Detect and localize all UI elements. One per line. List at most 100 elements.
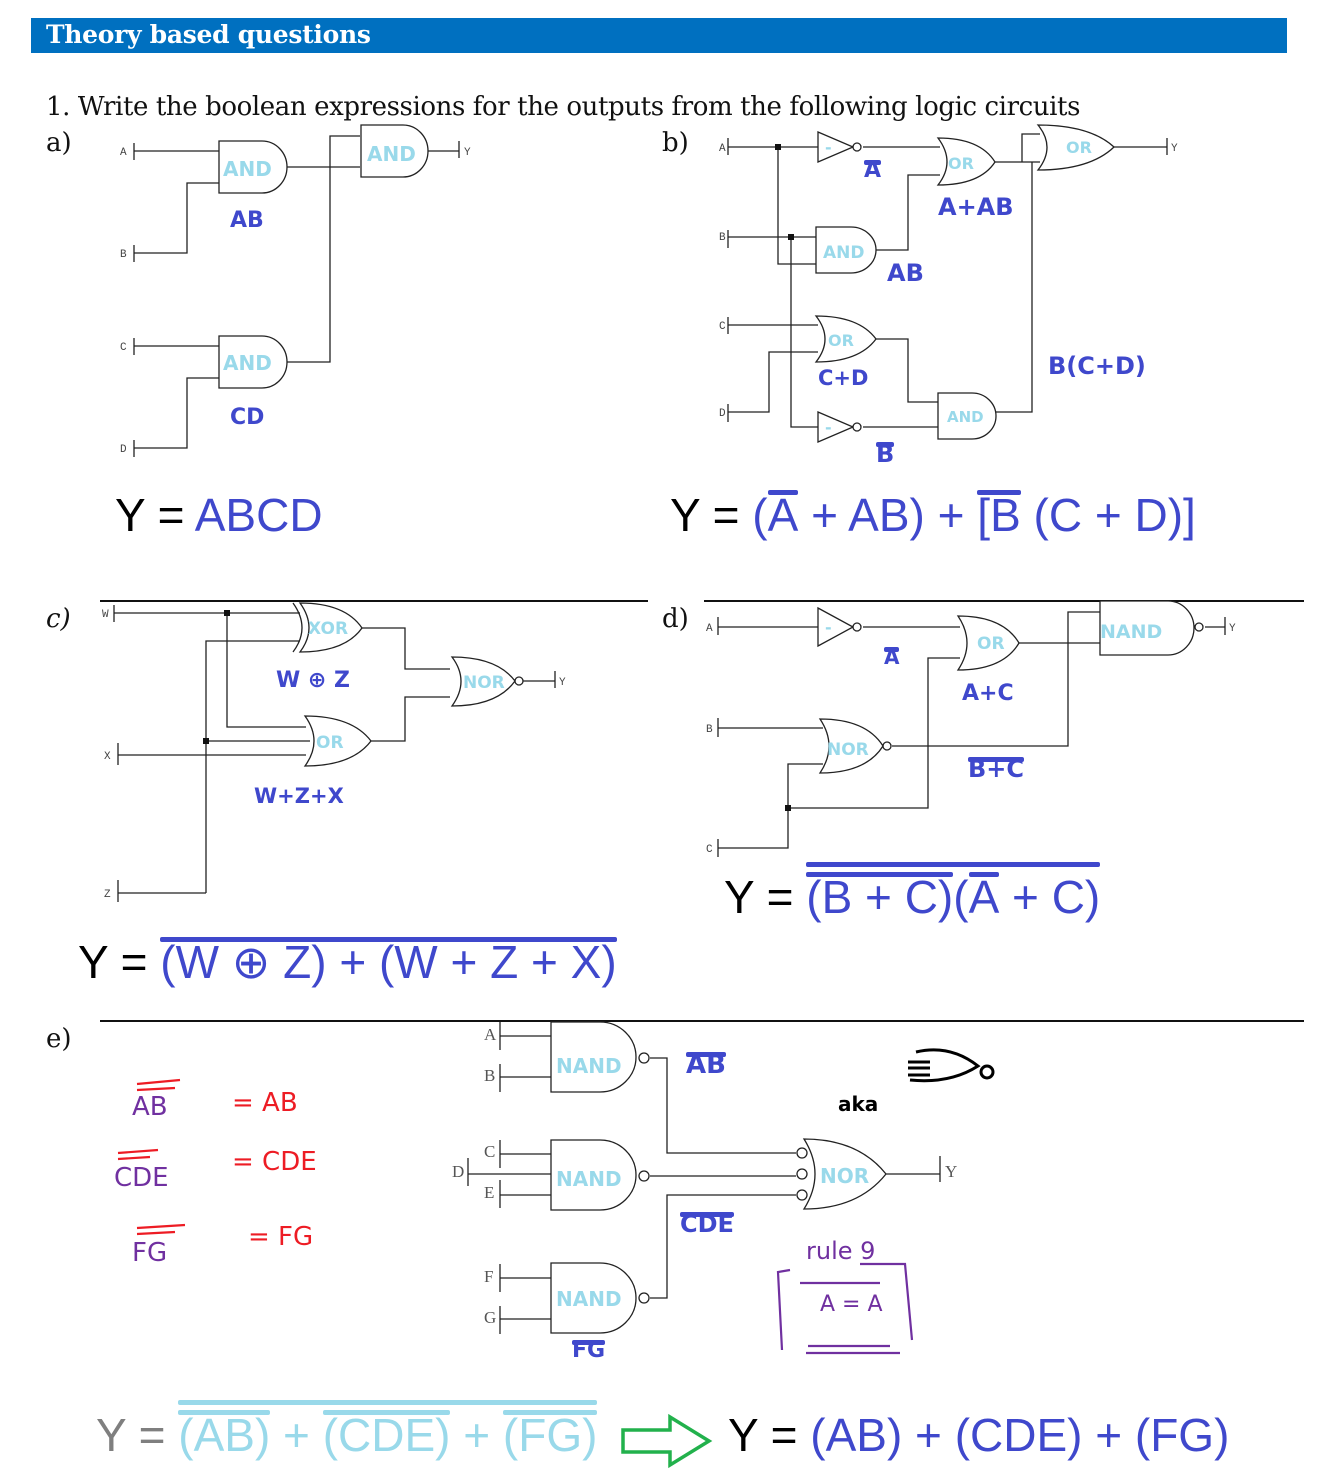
gate-label: OR	[977, 634, 1005, 654]
note-e-ab: AB	[686, 1050, 726, 1080]
gate-label: NAND	[1100, 621, 1162, 643]
note-b-not-a: A	[864, 158, 882, 183]
part-d-label: d)	[662, 604, 689, 634]
answer-part: (B + C)	[806, 871, 954, 923]
pin-a-A: A	[120, 147, 127, 159]
question-text: 1. Write the boolean expressions for the…	[46, 92, 1081, 122]
note-b-a-plus-ab: A+AB	[938, 193, 1014, 221]
identity-rhs: = CDE	[232, 1147, 317, 1177]
input-bubble	[796, 1168, 808, 1180]
answer-c: Y = (W ⊕ Z) + (W + Z + X)	[78, 935, 618, 989]
pin-b-D: D	[719, 408, 726, 420]
pin-d-Y: Y	[1229, 623, 1236, 635]
pin-c-X: X	[104, 751, 111, 763]
gate-label: OR	[316, 733, 344, 753]
note-d-not-a: A	[884, 645, 900, 669]
circuit-e	[117, 1021, 995, 1469]
note-a-cd: CD	[230, 405, 265, 430]
pin-b-B: B	[719, 232, 726, 244]
answer-overline-group: (AB) + (CDE) + (FG)	[178, 1398, 598, 1462]
gate-label: AND	[223, 351, 272, 375]
pin-d-B: B	[706, 724, 713, 736]
or-gate	[936, 137, 996, 186]
not-gate	[817, 606, 855, 648]
section-title: Theory based questions	[46, 20, 371, 49]
not-bubble	[852, 622, 862, 632]
part-c-label: c)	[46, 604, 71, 634]
arrow-right-icon	[621, 1413, 713, 1469]
note-b-ab: AB	[887, 259, 924, 287]
gate-label: NAND	[556, 1054, 622, 1078]
gate-label: NOR	[820, 1164, 869, 1188]
part-e-label: e)	[46, 1024, 72, 1054]
not-bubble	[852, 142, 862, 152]
pin-e-B: B	[484, 1066, 495, 1085]
pin-e-Y: Y	[945, 1162, 957, 1181]
answer-prefix: Y =	[670, 489, 753, 541]
identity-lhs: AB	[132, 1092, 168, 1122]
note-e-fg: FG	[572, 1338, 606, 1363]
pin-c-Y: Y	[559, 677, 566, 689]
pin-e-A: A	[484, 1025, 497, 1044]
nor-bubble	[514, 676, 524, 686]
pin-d-A: A	[706, 623, 713, 635]
and-gate	[218, 335, 288, 389]
answer-expression: ABCD	[194, 489, 323, 541]
circuit-b	[727, 124, 1168, 443]
identity-lhs: CDE	[114, 1163, 169, 1193]
answer-part: A	[767, 489, 799, 541]
nand-gate	[550, 1262, 637, 1334]
nor-bubble	[882, 741, 892, 751]
answer-prefix: Y =	[728, 1409, 811, 1461]
gate-label: -	[825, 418, 832, 437]
pin-b-Y: Y	[1171, 143, 1178, 155]
or-gate	[1036, 124, 1115, 171]
answer-e-original: Y = (AB) + (CDE) + (FG)	[96, 1400, 598, 1462]
gate-label: XOR	[308, 619, 348, 639]
gate-label: AND	[823, 243, 865, 263]
answer-part-group: [B	[977, 488, 1022, 542]
nor-gate	[450, 656, 516, 707]
not-gate	[817, 411, 855, 443]
or-gate	[814, 315, 877, 363]
answer-e-simplified: Y = (AB) + (CDE) + (FG)	[728, 1408, 1229, 1462]
pin-e-D: D	[452, 1162, 464, 1181]
note-b-c-plus-d: C+D	[818, 366, 869, 390]
gate-label: -	[825, 138, 832, 157]
gate-label: AND	[223, 157, 272, 181]
section-header: Theory based questions	[31, 18, 1287, 53]
note-d-a-plus-c: A+C	[962, 681, 1014, 706]
nand-bubble	[638, 1292, 650, 1304]
separator-e	[100, 1020, 1304, 1022]
identity-rhs: = FG	[248, 1222, 314, 1252]
circuit-d	[717, 600, 1226, 857]
nand-bubble	[638, 1170, 650, 1182]
answer-term: (FG)	[502, 1409, 598, 1461]
identity-lhs: FG	[132, 1238, 168, 1268]
note-b-not-b: B	[876, 440, 895, 468]
answer-part: + C)	[999, 871, 1101, 923]
separator-d	[704, 600, 1304, 602]
plus: +	[270, 1409, 323, 1461]
note-c-xor: W ⊕ Z	[276, 668, 350, 693]
answer-part: B	[990, 489, 1021, 541]
answer-prefix: Y =	[78, 936, 161, 988]
note-a-ab: AB	[230, 208, 264, 233]
sketch-bubble-icon	[979, 1064, 995, 1080]
answer-overline-group: (B + C)(A + C)	[806, 860, 1100, 924]
pin-a-D: D	[120, 444, 127, 456]
not-bubble	[852, 422, 862, 432]
answer-d: Y = (B + C)(A + C)	[724, 862, 1100, 924]
plus: +	[450, 1409, 503, 1461]
nor-gate	[802, 1138, 887, 1210]
and-gate	[937, 392, 997, 440]
input-bubble	[796, 1147, 808, 1159]
answer-term: (CDE)	[322, 1409, 451, 1461]
identity-rhs: = AB	[232, 1088, 298, 1118]
gate-label: OR	[1066, 138, 1092, 157]
and-gate	[815, 226, 877, 274]
pin-c-Z: Z	[104, 889, 111, 901]
answer-prefix: Y =	[96, 1409, 179, 1461]
answer-b: Y = (A + AB) + [B (C + D)]	[670, 488, 1196, 542]
